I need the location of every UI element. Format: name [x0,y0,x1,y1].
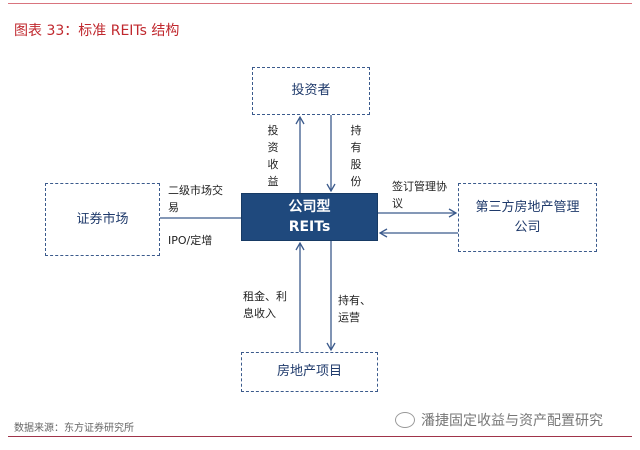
figure-title: 图表 33：标准 REITs 结构 [14,23,180,39]
watermark-text: 潘捷固定收益与资产配置研究 [421,413,603,429]
node-corporate-reits: 公司型 REITs [241,193,378,241]
node-third-party-manager: 第三方房地产管理公司 [458,183,597,252]
source-note: 数据来源：东方证券研究所 [14,423,134,434]
watermark: 潘捷固定收益与资产配置研究 [395,410,603,430]
label-hold-operate: 持有、运营 [338,294,371,324]
bottom-divider [8,436,632,437]
node-investors: 投资者 [252,67,370,115]
label-ipo: IPO/定增 [168,234,213,247]
node-securities-market: 证券市场 [45,183,160,256]
label-investment-return: 投资收益 [267,124,279,188]
core-label-2: REITs [288,219,331,235]
label-holding-shares: 持有股份 [350,124,362,188]
label-management-agreement: 签订管理协议 [392,180,447,210]
label-rent-interest: 租金、利息收入 [243,290,287,320]
label-secondary-trading: 二级市场交易 [168,184,223,214]
node-real-estate: 房地产项目 [241,352,378,392]
core-label-1: 公司型 [288,199,331,215]
wechat-icon [395,412,415,428]
top-divider [8,3,632,4]
